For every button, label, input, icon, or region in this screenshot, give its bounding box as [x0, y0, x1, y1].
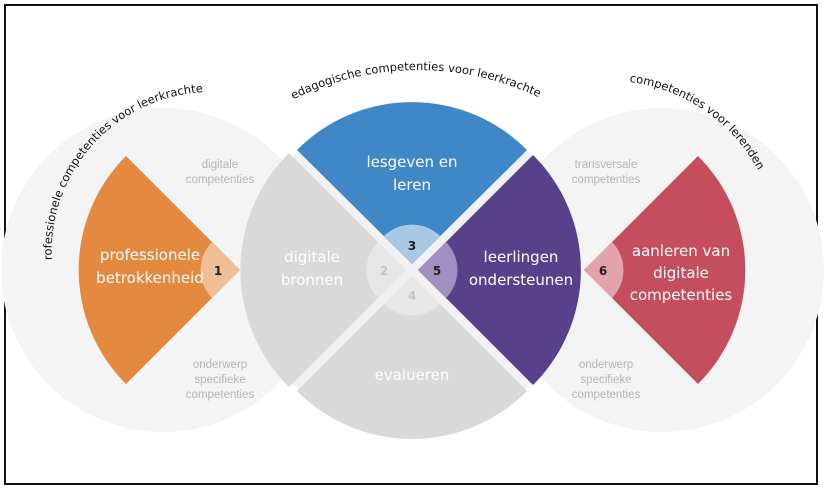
segment-aanleren-digitale-competenties: 6 aanleren van digitale competenties — [584, 156, 746, 384]
svg-text:3: 3 — [408, 239, 416, 253]
svg-text:competenties: competenties — [630, 286, 733, 304]
svg-text:competenties: competenties — [572, 174, 641, 186]
svg-text:specifieke: specifieke — [580, 374, 631, 386]
left-ghost-bottom: onderwerp specifieke competenties — [186, 359, 255, 401]
svg-text:2: 2 — [380, 264, 388, 278]
svg-text:5: 5 — [433, 264, 441, 278]
number-badge — [584, 242, 624, 298]
right-ghost-bottom: onderwerp specifieke competenties — [572, 359, 641, 401]
number-badge — [384, 276, 440, 316]
svg-text:6: 6 — [599, 264, 607, 278]
segment-wedge — [297, 276, 527, 439]
svg-text:leerlingen: leerlingen — [484, 248, 559, 266]
svg-text:onderwerp: onderwerp — [193, 359, 247, 371]
svg-text:competenties: competenties — [186, 174, 255, 186]
svg-text:betrokkenheid: betrokkenheid — [96, 269, 204, 287]
svg-text:ondersteunen: ondersteunen — [469, 271, 573, 289]
segment-wedge — [297, 102, 527, 264]
segment-leerlingen-ondersteunen: 5 leerlingen ondersteunen — [418, 155, 581, 385]
right-ghost-top: transversale competenties — [572, 159, 641, 186]
svg-text:aanleren van: aanleren van — [632, 242, 730, 260]
svg-text:leren: leren — [393, 176, 431, 194]
arc-title-center: pedagogische competenties voor leerkrach… — [0, 0, 543, 102]
segment-evalueren: 4 evalueren — [297, 276, 527, 439]
segment-wedge — [584, 156, 746, 384]
svg-text:competenties: competenties — [186, 389, 255, 401]
segment-lesgeven-en-leren: 3 lesgeven en leren — [297, 102, 527, 264]
segment-wedge — [78, 156, 240, 384]
svg-text:transversale: transversale — [575, 159, 638, 171]
svg-text:digitale: digitale — [653, 264, 709, 282]
segment-professionele-betrokkenheid: 1 professionele betrokkenheid — [78, 156, 240, 384]
svg-text:1: 1 — [214, 264, 222, 278]
number-badge — [384, 224, 440, 264]
segment-digitale-bronnen: 2 digitale bronnen — [240, 153, 406, 387]
svg-text:digitale: digitale — [202, 159, 238, 171]
svg-text:onderwerp: onderwerp — [579, 359, 633, 371]
number-badge — [366, 242, 406, 298]
svg-text:bronnen: bronnen — [281, 271, 343, 289]
number-badge — [200, 242, 240, 298]
svg-text:lesgeven en: lesgeven en — [366, 153, 457, 171]
center-circle-bg — [247, 105, 577, 435]
svg-text:digitale: digitale — [284, 248, 340, 266]
svg-text:specifieke: specifieke — [194, 374, 245, 386]
svg-text:professionele: professionele — [100, 246, 200, 264]
left-ghost-top: digitale competenties — [186, 159, 255, 186]
number-badge — [418, 242, 458, 298]
segment-wedge — [418, 155, 581, 385]
svg-text:competenties: competenties — [572, 389, 641, 401]
svg-text:4: 4 — [408, 289, 416, 303]
segment-wedge — [240, 153, 406, 387]
svg-text:evalueren: evalueren — [375, 366, 450, 384]
